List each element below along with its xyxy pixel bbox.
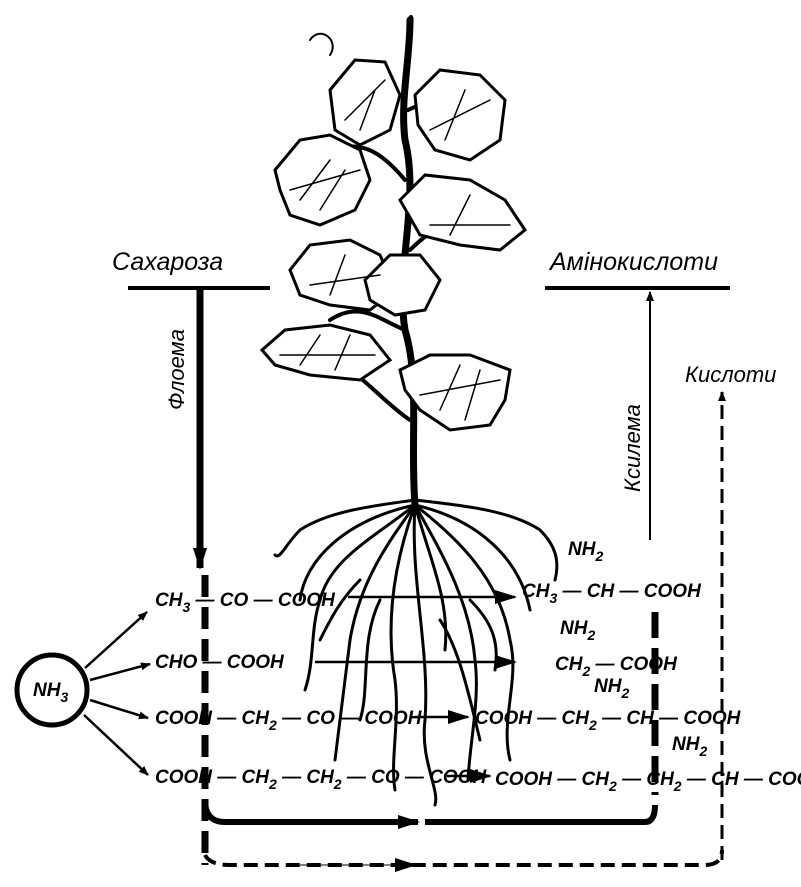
xylem-label: Ксилема	[620, 404, 645, 492]
bottom-dashed-line	[203, 849, 724, 867]
keto-acid-formula: COOH — CH2 — CO — COOH	[155, 708, 423, 733]
amino-acid-formula: COOH — CH2 — CH — COOH	[475, 708, 742, 733]
amino-group-label: NH2	[568, 539, 603, 564]
keto-acid-formula: COOH — CH2 — CH2 — CO — COOH	[155, 767, 487, 792]
stem	[399, 16, 419, 509]
bottom-solid-line	[425, 804, 658, 825]
amino-acid-formula: CH2 — COOH	[555, 654, 678, 679]
sucrose-label: Сахароза	[112, 248, 223, 276]
bottom-solid-arrow	[202, 799, 420, 829]
roots	[273, 498, 559, 807]
keto-acid-formula: CHO — COOH	[155, 652, 285, 673]
conversion-arrows	[315, 590, 517, 783]
formulas: CH3 — CO — COOH CHO — COOH COOH — CH2 — CO…	[155, 539, 801, 794]
plant-illustration	[259, 15, 559, 807]
leaves	[259, 58, 528, 432]
amino-acid-formula: CH3 — CH — COOH	[522, 581, 702, 606]
tendril	[309, 15, 414, 56]
acids-label: Кислоти	[685, 362, 776, 387]
amino-acid-formula: COOH — CH2 — CH2 — CH — COOH	[495, 769, 801, 794]
amino-group-label: NH2	[594, 676, 629, 701]
keto-acid-formula: CH3 — CO — COOH	[155, 590, 336, 615]
amino-acids-label: Амінокислоти	[548, 248, 718, 276]
phloem-label: Флоема	[164, 329, 189, 410]
ammonia-arrows	[83, 611, 151, 776]
leaf-veins	[279, 79, 511, 421]
ammonia-label: NH3	[33, 680, 68, 705]
ammonia-circle	[14, 652, 90, 728]
amino-group-label: NH2	[560, 618, 595, 643]
amino-group-label: NH2	[672, 734, 707, 759]
